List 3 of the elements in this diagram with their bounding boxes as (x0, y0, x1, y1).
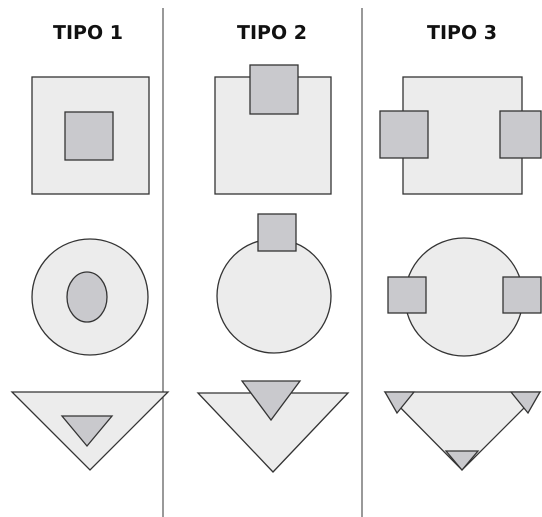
column-heading: TIPO 3 (427, 22, 497, 44)
column-heading: TIPO 1 (53, 22, 123, 44)
column-heading: TIPO 2 (237, 22, 307, 44)
